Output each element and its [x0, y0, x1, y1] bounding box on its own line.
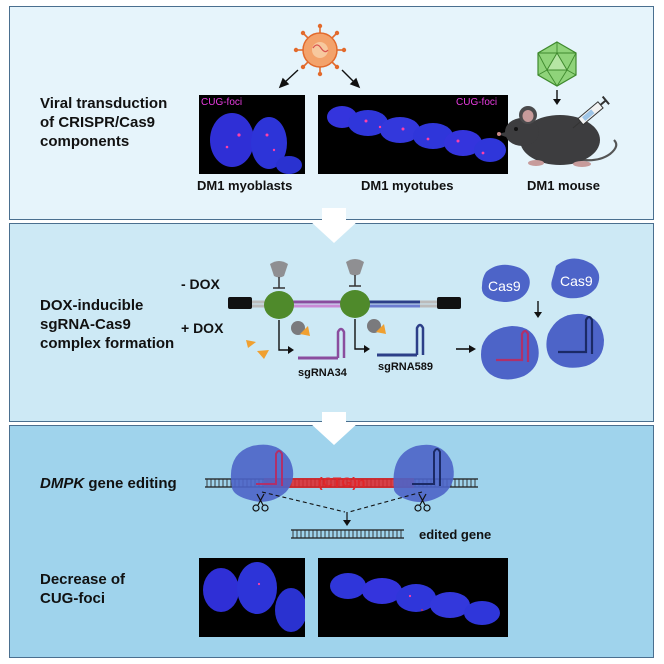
step-label-decrease: Decrease of CUG-foci: [40, 571, 126, 607]
ctg-repeat-label: (CTG)n: [318, 474, 366, 490]
minus-dox-label: - DOX: [181, 276, 220, 292]
edited-gene-label: edited gene: [419, 527, 492, 542]
step-arrow-icon: [310, 412, 358, 445]
cas9-protein-icon: [551, 258, 600, 299]
edited-gene-icon: [291, 529, 404, 539]
scissors-icon: [252, 493, 269, 512]
edited-myotube-micrograph: [318, 558, 508, 637]
sgrna589-label: sgRNA589: [378, 361, 434, 373]
plus-dox-label: + DOX: [181, 320, 224, 336]
cas9-protein-icon: [481, 264, 530, 302]
foci-label: CUG-foci: [456, 97, 498, 108]
gene-name: DMPK: [40, 475, 85, 492]
sgrna34-label: sgRNA34: [298, 367, 347, 379]
foci-label: CUG-foci: [201, 97, 243, 108]
step-label-gene-editing: DMPK gene editing: [40, 475, 177, 492]
myotubes-caption: DM1 myotubes: [361, 178, 454, 193]
sgrna589-icon: [377, 323, 425, 357]
cas9-complex-icon: [481, 326, 539, 380]
myoblast-micrograph: CUG-foci: [199, 95, 305, 174]
repressor-icon: [270, 259, 364, 289]
mouse-caption: DM1 mouse: [527, 178, 600, 193]
step-arrow-icon: [310, 208, 358, 243]
scissors-icon: [414, 493, 431, 512]
step-label-complex: DOX-inducible sgRNA-Cas9 complex formati…: [40, 297, 175, 352]
panel-complex-formation: [9, 223, 654, 422]
cas9-label: Cas9: [560, 273, 593, 289]
virus-icon: [293, 23, 347, 77]
cas9-complex-icon: [546, 313, 604, 368]
myoblasts-caption: DM1 myoblasts: [197, 178, 293, 193]
sgrna34-icon: [298, 327, 346, 360]
step-label-transduction: Viral transduction of CRISPR/Cas9 compon…: [40, 95, 168, 150]
cas9-label: Cas9: [488, 278, 521, 294]
edited-myoblast-micrograph: [199, 558, 305, 637]
panel-gene-editing: [9, 425, 654, 658]
myotube-micrograph: CUG-foci: [318, 95, 508, 174]
mouse-icon: [497, 95, 618, 167]
cas9-complex-icon: [393, 444, 454, 502]
cas9-complex-icon: [230, 444, 294, 502]
aav-icon: [537, 41, 577, 87]
